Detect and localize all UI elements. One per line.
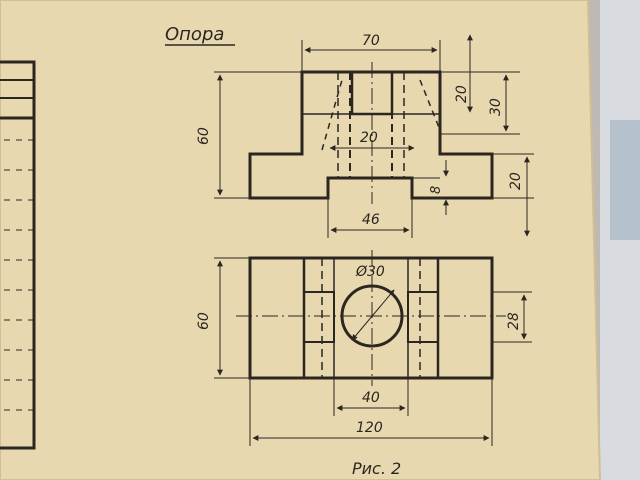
dim-bottom-46: 46 (362, 212, 380, 228)
dim-top-block: 20 (454, 85, 470, 103)
front-view (214, 34, 534, 238)
dim-height-total: 60 (196, 127, 212, 145)
left-table (0, 60, 36, 450)
dim-slot-28: 28 (506, 312, 522, 330)
dim-depth-60: 60 (196, 312, 212, 330)
dim-total-120: 120 (356, 420, 383, 436)
dim-right-step-20: 20 (508, 172, 524, 190)
dim-right-30: 30 (488, 98, 504, 116)
drawing-title: Опора (165, 24, 224, 45)
figure-caption: Рис. 2 (352, 459, 401, 478)
dim-inner-40: 40 (362, 390, 380, 406)
paper-sheet (0, 0, 600, 480)
dim-base-8: 8 (429, 186, 444, 194)
top-view (214, 250, 532, 446)
dim-width-top: 70 (362, 33, 380, 49)
background-blur-shape (610, 120, 640, 240)
dim-diameter: Ø30 (355, 264, 385, 280)
dim-inner-20: 20 (360, 130, 378, 146)
